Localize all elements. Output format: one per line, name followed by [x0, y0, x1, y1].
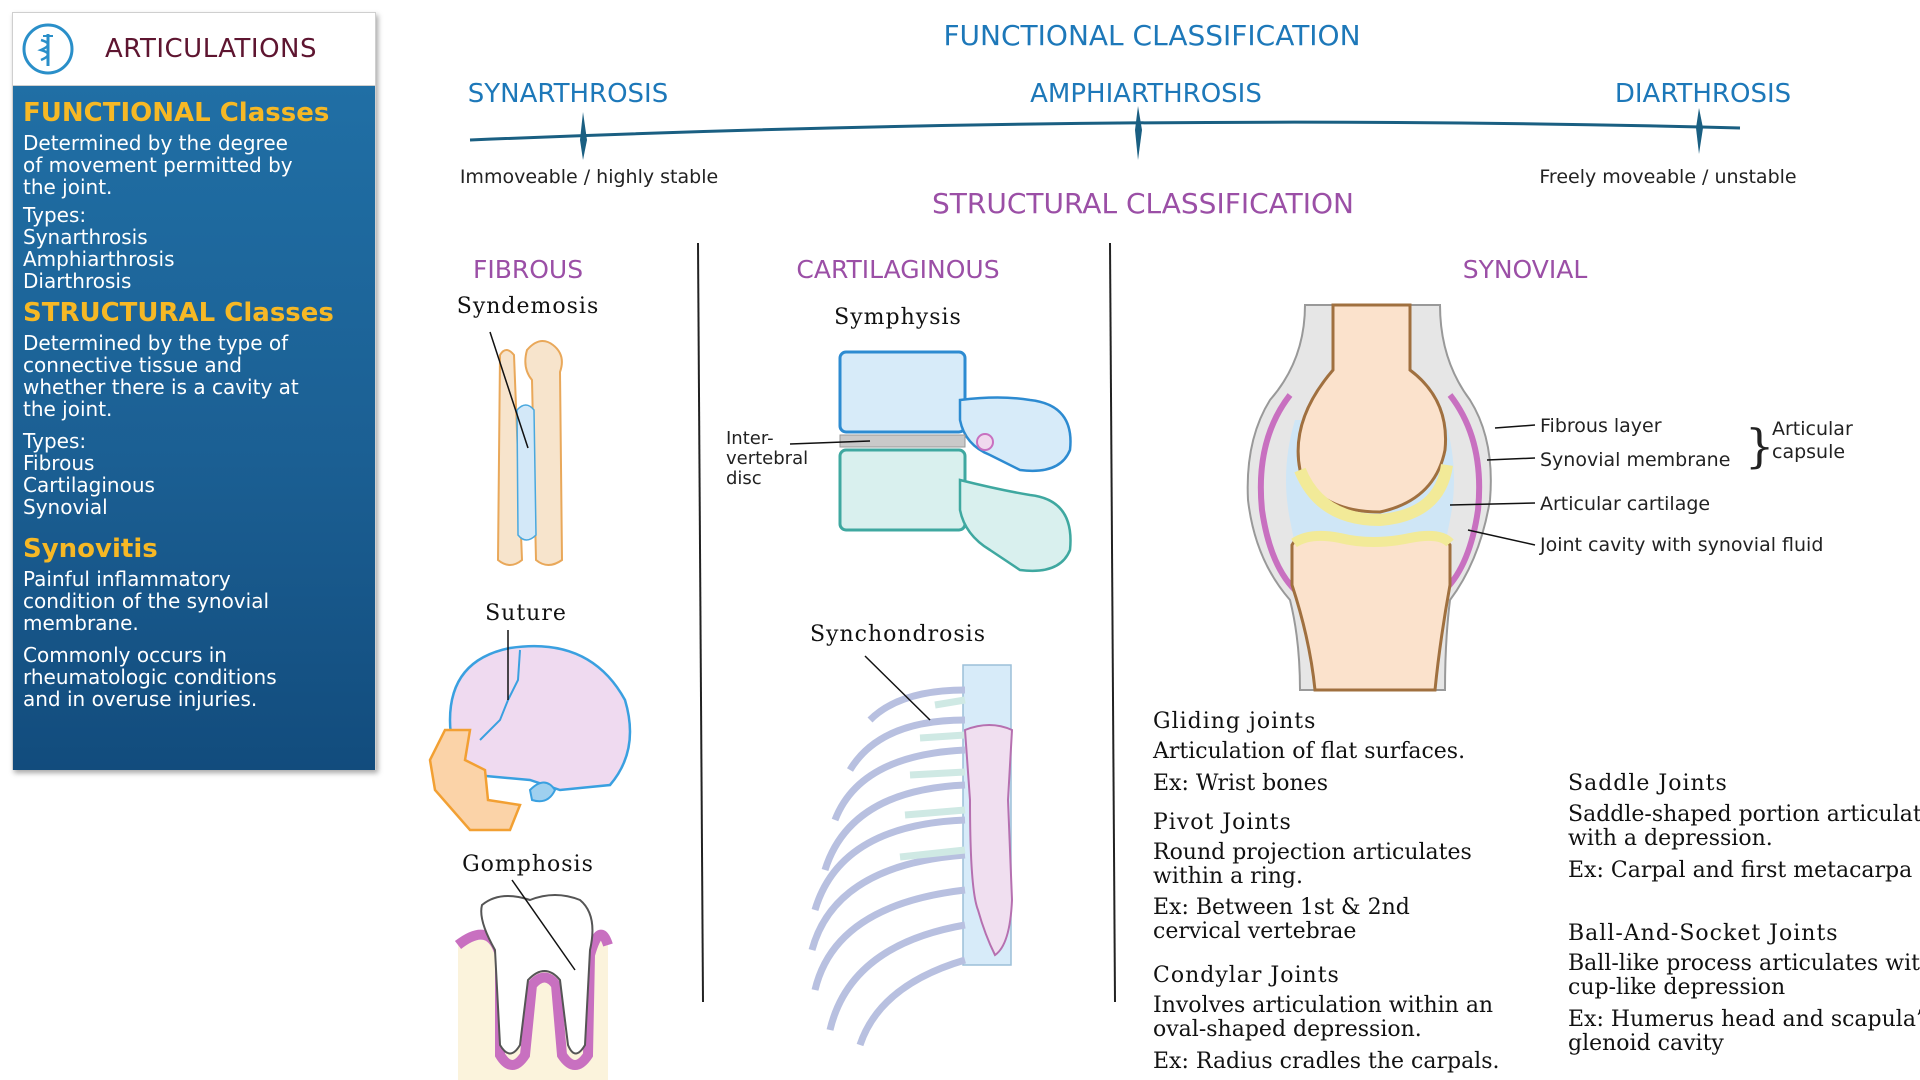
joint-type-title: Saddle Joints: [1568, 771, 1728, 796]
capsule-brace-icon: }: [1745, 419, 1774, 473]
disc-label-line: vertebral: [726, 448, 808, 469]
panel-body: FUNCTIONAL Classes Determined by the deg…: [13, 86, 375, 770]
articular-cartilage-label: Articular cartilage: [1540, 493, 1710, 515]
panel-header: ARTICULATIONS: [13, 13, 375, 86]
suture-label: Suture: [485, 601, 567, 626]
articulations-panel: ARTICULATIONS FUNCTIONAL Classes Determi…: [12, 12, 376, 770]
synovial-joint-illustration: [1246, 303, 1536, 692]
joint-type-example: Ex: Humerus head and scapula’s: [1568, 1007, 1920, 1032]
functional-title: FUNCTIONAL CLASSIFICATION: [943, 19, 1360, 52]
joint-type-example: Ex: Wrist bones: [1153, 771, 1328, 796]
functional-desc-line: the joint.: [23, 175, 113, 199]
joint-type-desc: Articulation of flat surfaces.: [1152, 739, 1465, 764]
joint-type-title: Gliding joints: [1153, 709, 1316, 734]
functional-desc-line: of movement permitted by: [23, 153, 293, 177]
structural-title: STRUCTURAL CLASSIFICATION: [932, 187, 1354, 220]
suture-illustration: [428, 630, 632, 832]
joint-type-example: Ex: Carpal and first metacarpa: [1568, 858, 1912, 883]
joint-type-desc: cup-like depression: [1568, 975, 1785, 1000]
syndemosis-illustration: [489, 331, 564, 566]
structural-desc-line: Determined by the type of: [23, 331, 289, 355]
functional-type: Amphiarthrosis: [23, 247, 175, 271]
joint-cavity-label: Joint cavity with synovial fluid: [1539, 534, 1823, 556]
synchondrosis-label: Synchondrosis: [810, 622, 986, 647]
joint-type-title: Condylar Joints: [1153, 963, 1340, 988]
joint-type-example: glenoid cavity: [1568, 1031, 1724, 1056]
structural-type: Fibrous: [23, 451, 95, 475]
syndemosis-label: Syndemosis: [457, 294, 600, 319]
synovial-membrane-label: Synovial membrane: [1540, 449, 1730, 471]
structural-types-label: Types:: [23, 429, 87, 453]
joint-type-desc: oval-shaped depression.: [1153, 1017, 1422, 1042]
joint-type-example: cervical vertebrae: [1153, 919, 1356, 944]
synovitis-note-line: rheumatologic conditions: [23, 665, 277, 689]
synovitis-desc-line: condition of the synovial: [23, 589, 270, 613]
diarthrosis-marker: [1696, 108, 1703, 154]
functional-heading: FUNCTIONAL Classes: [23, 98, 330, 128]
structural-type: Synovial: [23, 495, 108, 519]
functional-type: Synarthrosis: [23, 225, 148, 249]
joint-type-title: Ball-And-Socket Joints: [1568, 921, 1839, 946]
column-divider: [1109, 242, 1116, 1003]
fibrous-layer-label: Fibrous layer: [1540, 415, 1662, 437]
joint-type-desc: Involves articulation within an: [1153, 993, 1493, 1018]
structural-desc-line: connective tissue and: [23, 353, 242, 377]
functional-type: Diarthrosis: [23, 269, 132, 293]
synovitis-note-line: Commonly occurs in: [23, 643, 227, 667]
synarthrosis-marker: [580, 112, 587, 160]
synovial-title: SYNOVIAL: [1463, 255, 1588, 284]
joint-type-desc: Saddle-shaped portion articulates: [1568, 802, 1920, 827]
joint-type-desc: within a ring.: [1153, 864, 1303, 889]
structural-desc-line: whether there is a cavity at: [23, 375, 299, 399]
joint-type-desc: Round projection articulates: [1153, 840, 1472, 865]
synovitis-desc-line: Painful inflammatory: [23, 567, 231, 591]
amphiarthrosis-marker: [1135, 106, 1142, 160]
caduceus-logo-icon: [22, 23, 74, 75]
synovitis-desc-line: membrane.: [23, 611, 139, 635]
joint-types-left: Gliding joints Articulation of flat surf…: [1152, 709, 1500, 1074]
synchondrosis-illustration: [808, 655, 1014, 1047]
joint-type-example: Ex: Between 1st & 2nd: [1153, 895, 1410, 920]
functional-desc-line: Determined by the degree: [23, 131, 288, 155]
structural-desc-line: the joint.: [23, 397, 113, 421]
cartilaginous-title: CARTILAGINOUS: [796, 255, 999, 284]
panel-title: ARTICULATIONS: [105, 34, 318, 64]
joint-type-desc: Ball-like process articulates with a: [1568, 951, 1920, 976]
joint-type-title: Pivot Joints: [1153, 810, 1292, 835]
symphysis-illustration: [789, 350, 1072, 573]
synovitis-heading: Synovitis: [23, 534, 158, 564]
capsule-label-line: capsule: [1772, 441, 1845, 463]
synovitis-note-line: and in overuse injuries.: [23, 687, 258, 711]
amphiarthrosis-label: AMPHIARTHROSIS: [1030, 79, 1262, 109]
disc-label-line: disc: [726, 468, 762, 489]
column-divider: [697, 242, 704, 1003]
gomphosis-illustration: [454, 879, 613, 1080]
immoveable-note: Immoveable / highly stable: [460, 166, 718, 188]
joint-type-desc: with a depression.: [1568, 826, 1773, 851]
structural-heading: STRUCTURAL Classes: [23, 298, 334, 328]
fibrous-title: FIBROUS: [473, 255, 583, 284]
synarthrosis-label: SYNARTHROSIS: [468, 79, 668, 109]
capsule-label-line: Articular: [1772, 418, 1853, 440]
disc-label-line: Inter-: [726, 428, 774, 449]
joint-type-example: Ex: Radius cradles the carpals.: [1153, 1049, 1500, 1074]
diarthrosis-label: DIARTHROSIS: [1615, 79, 1791, 109]
moveable-note: Freely moveable / unstable: [1539, 166, 1796, 188]
structural-type: Cartilaginous: [23, 473, 155, 497]
functional-types-label: Types:: [23, 203, 87, 227]
gomphosis-label: Gomphosis: [462, 852, 594, 877]
joint-types-right: Saddle Joints Saddle-shaped portion arti…: [1568, 771, 1920, 1056]
movement-spectrum-line: [469, 120, 1741, 142]
symphysis-label: Symphysis: [834, 305, 962, 330]
